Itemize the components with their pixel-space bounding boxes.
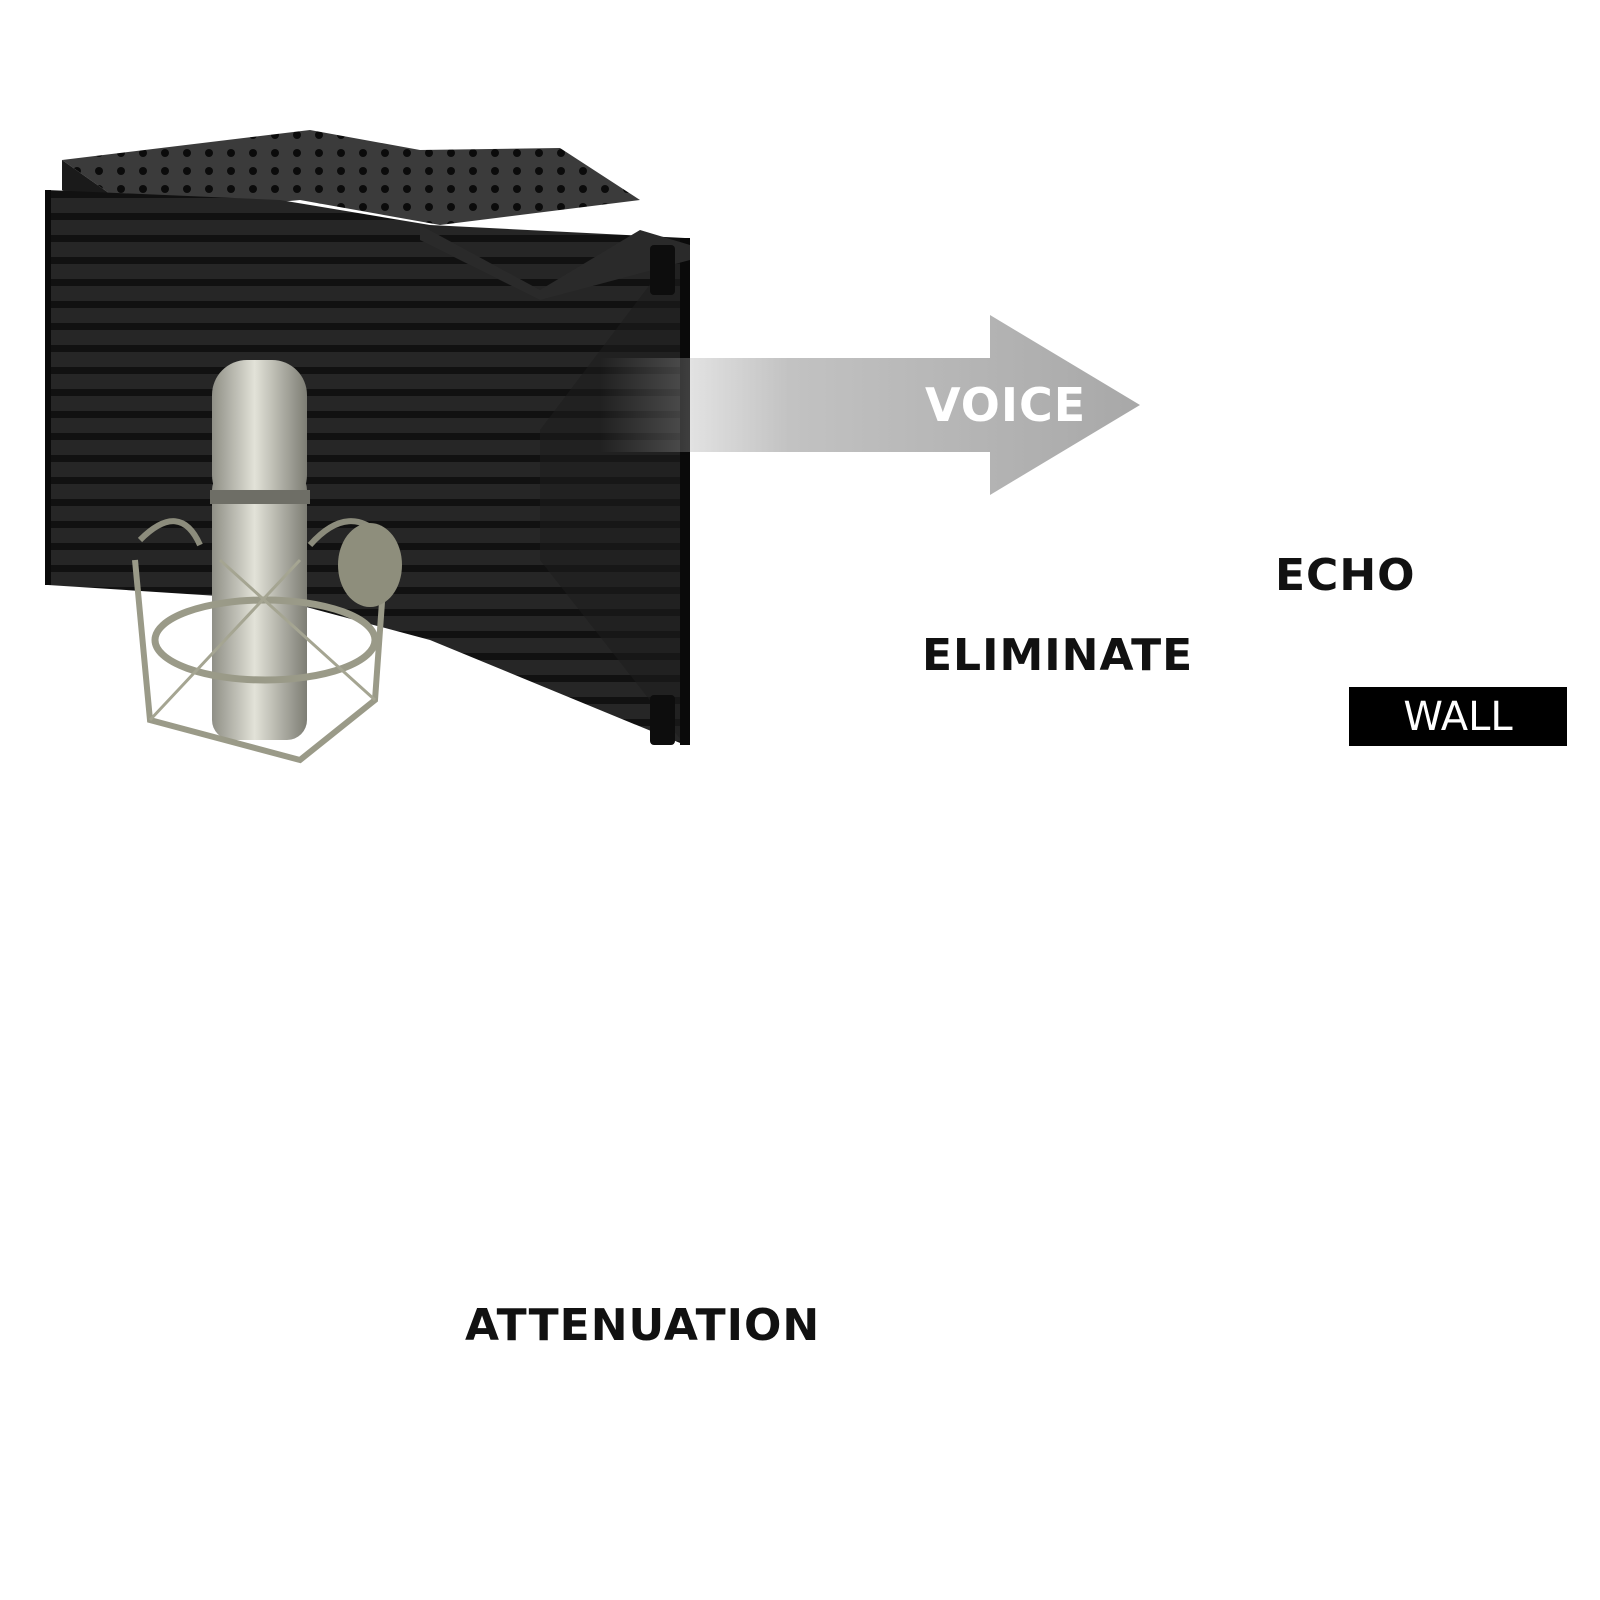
echo-label: ECHO xyxy=(1275,550,1416,601)
microphone-icon xyxy=(132,360,402,764)
wall-label: WALL xyxy=(1349,687,1567,746)
voice-label: VOICE xyxy=(925,378,1087,432)
voice-arrow-icon xyxy=(600,315,1140,495)
attenuation-label: ATTENUATION xyxy=(465,1300,821,1351)
eliminate-label: ELIMINATE xyxy=(922,630,1194,681)
noise-label: NOISE xyxy=(620,1088,778,1139)
